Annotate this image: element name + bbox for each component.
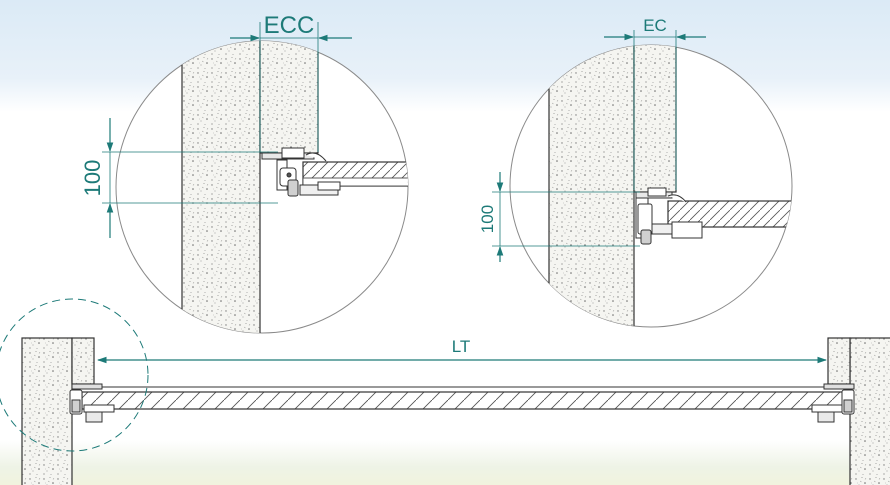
ecc-dimension-label: ECC bbox=[264, 12, 315, 39]
detail-callout-circle bbox=[0, 298, 149, 452]
right-wall-recess bbox=[633, 45, 677, 193]
left-wall-section bbox=[181, 41, 261, 333]
overall-view: LT bbox=[0, 298, 890, 485]
bottom-left-hardware bbox=[69, 383, 115, 423]
bottom-right-wall bbox=[849, 337, 890, 485]
bottom-background-band bbox=[0, 440, 890, 485]
left-detail-view: ECC 100 bbox=[80, 12, 409, 334]
left-hinge-hardware bbox=[261, 147, 341, 197]
ec-dimension-label: EC bbox=[643, 16, 667, 35]
right-hinge-hardware bbox=[635, 187, 703, 245]
bottom-left-wall bbox=[21, 337, 73, 485]
right-100-dimension-label: 100 bbox=[478, 205, 497, 233]
lt-dimension-label: LT bbox=[452, 337, 471, 356]
left-wall-recess bbox=[259, 41, 319, 154]
right-detail-view: EC 100 bbox=[478, 16, 793, 328]
left-100-dimension-label: 100 bbox=[80, 160, 105, 197]
bottom-left-wall-recess bbox=[71, 337, 95, 385]
bottom-glass-panel bbox=[81, 391, 845, 410]
bottom-right-wall-recess bbox=[827, 337, 851, 385]
right-wall-section bbox=[548, 45, 635, 327]
bottom-right-hardware bbox=[811, 383, 855, 423]
